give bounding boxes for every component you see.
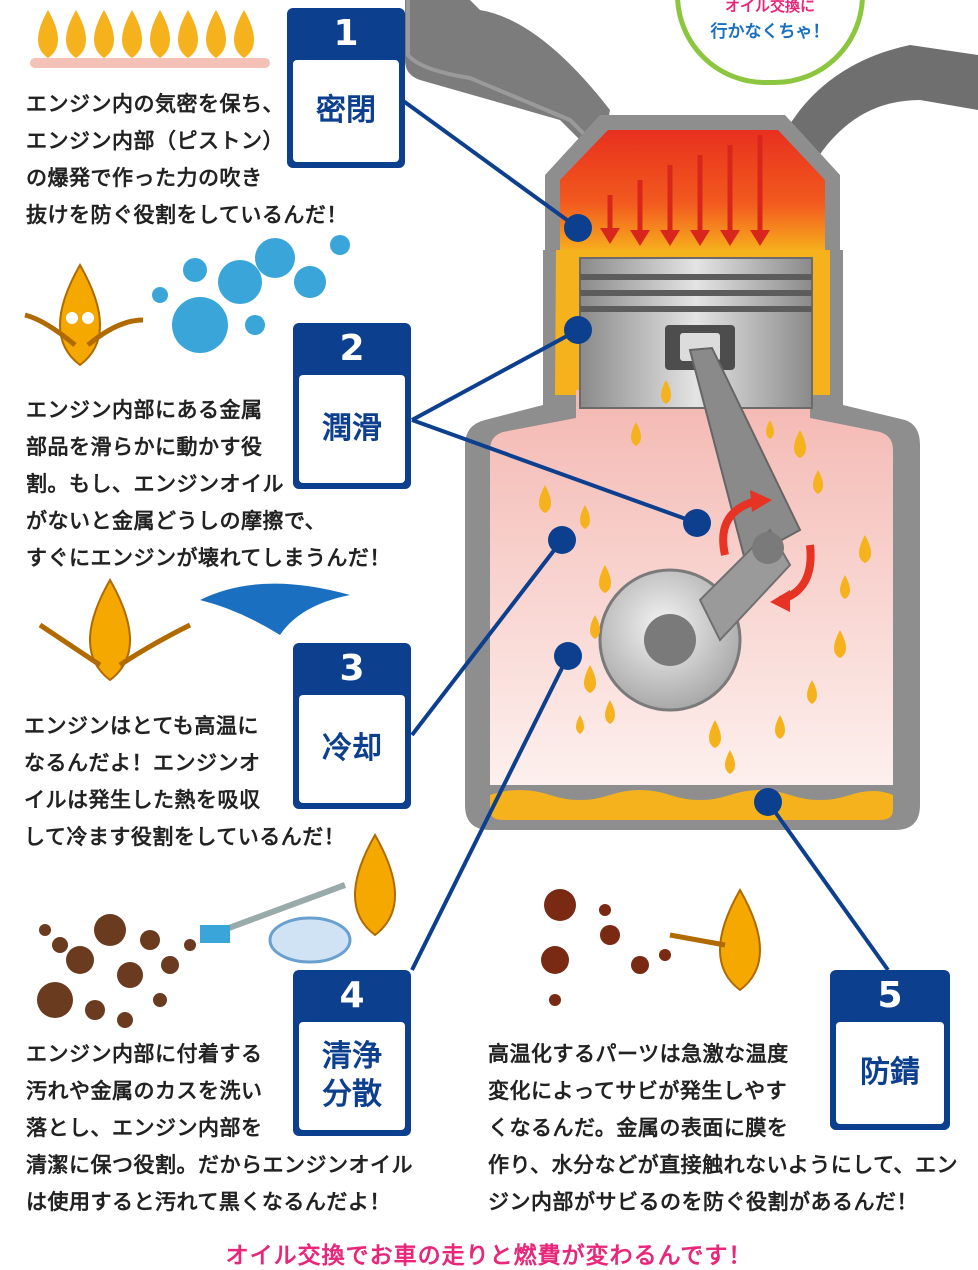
bubble-line1: オイル交換に	[724, 0, 815, 15]
footer-tagline: オイル交換でお車の走りと燃費が変わるんです！	[225, 1243, 753, 1269]
rust-particles	[541, 889, 671, 1006]
role-label: 清浄 分散	[299, 1022, 405, 1130]
role-label: 密閉	[293, 60, 399, 162]
oil-pan	[490, 790, 893, 820]
connector-lines	[400, 98, 890, 972]
role-text-5: 高温化するパーツは急激な温度 変化によってサビが発生しやす くなるんだ。金属の表…	[488, 1042, 959, 1214]
connecting-rod	[688, 346, 802, 562]
mascot-cooling	[38, 577, 192, 682]
role-number: 5	[877, 975, 903, 1016]
combustion-arrows	[600, 135, 770, 246]
role-text-4: エンジン内部に付着する 汚れや金属のカスを洗い 落とし、エンジン内部を 清潔に保…	[26, 1042, 413, 1214]
mascot-row	[30, 10, 270, 68]
role-badge-4: 4 清浄 分散	[293, 970, 411, 1136]
role-label: 冷却	[299, 695, 405, 803]
role-badge-1: 1 密閉	[287, 8, 405, 168]
intake-pipe	[405, 0, 610, 160]
role-number: 4	[339, 975, 365, 1016]
role-label: 潤滑	[299, 375, 405, 483]
vacuum-cleaner-icon	[200, 882, 352, 964]
oil-drops	[539, 380, 871, 774]
role-number: 2	[339, 328, 365, 369]
role-label: 防錆	[836, 1022, 944, 1124]
role-number: 1	[333, 13, 359, 54]
mascot-rust	[669, 887, 761, 992]
exhaust-pipe	[760, 45, 978, 170]
wind-icon	[200, 583, 350, 635]
mascot-cleaning	[354, 832, 396, 937]
connector-dots	[548, 214, 782, 816]
piston	[579, 257, 813, 409]
gears-icon	[152, 235, 350, 353]
role-badge-2: 2 潤滑	[293, 323, 411, 489]
role-number: 3	[339, 648, 365, 689]
mascot-lubrication	[24, 262, 144, 367]
role-text-3: エンジンはとても高温に なるんだよ！エンジンオ イルは発生した熱を吸収 して冷ま…	[24, 714, 346, 849]
role-text-2: エンジン内部にある金属 部品を滑らかに動かす役 割。もし、エンジンオイル がない…	[26, 398, 391, 570]
role-text-1: エンジン内の気密を保ち、 エンジン内部（ピストン） の爆発で作った力の吹き 抜け…	[26, 92, 348, 227]
role-badge-5: 5 防錆	[830, 970, 950, 1130]
role-badge-3: 3 冷却	[293, 643, 411, 809]
dirt-particles	[37, 914, 196, 1028]
bubble-line2: 行かなくちゃ！	[710, 22, 830, 42]
